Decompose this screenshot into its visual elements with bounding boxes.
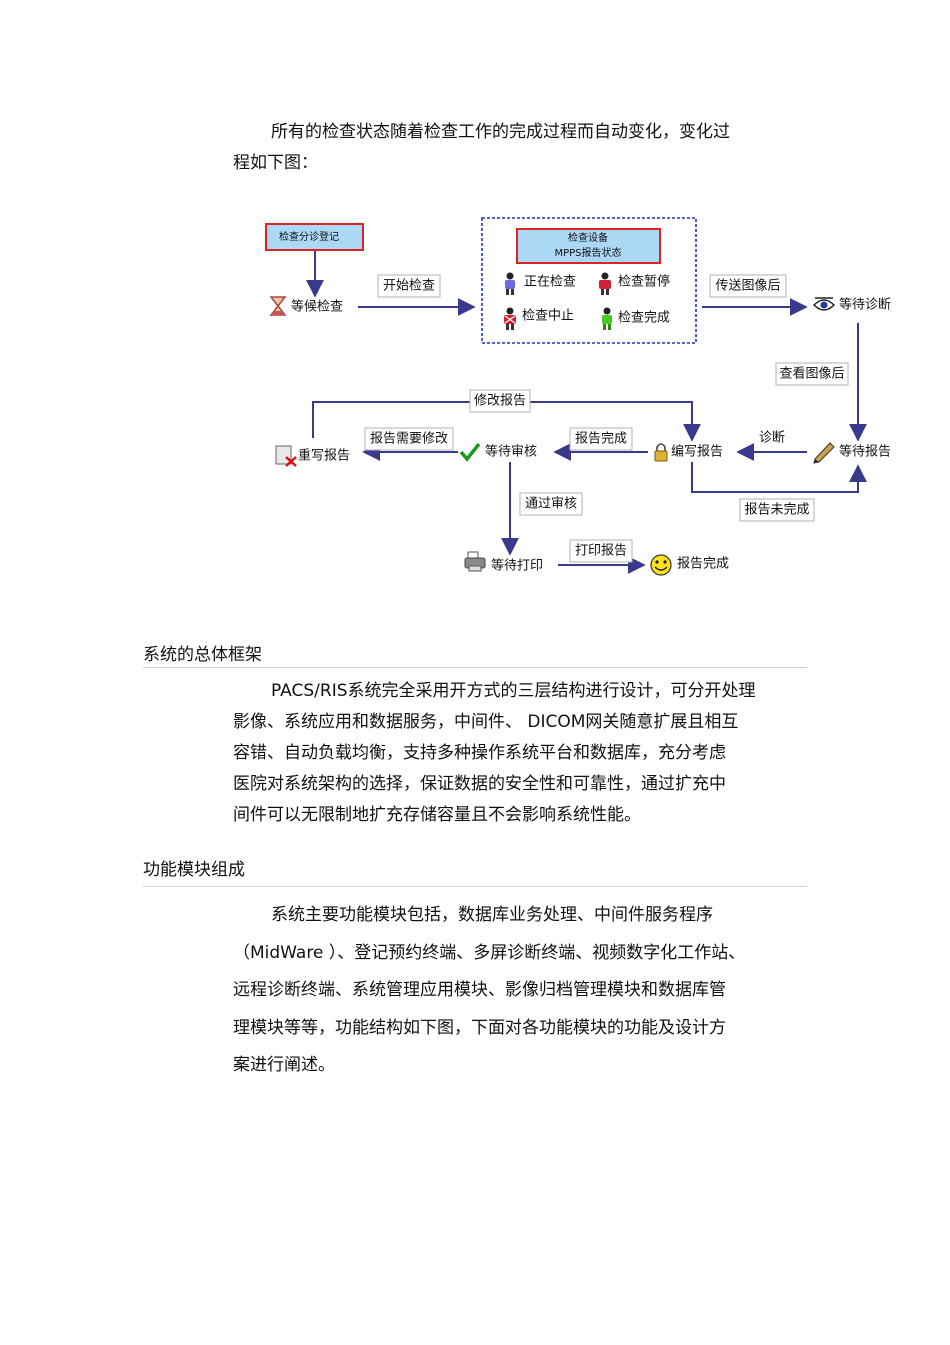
edge-report-unfinished: 报告未完成 (744, 503, 809, 518)
modules-paragraph: 系统主要功能模块包括，数据库业务处理、中间件服务程序 （MidWare ）、登记… (233, 897, 793, 1085)
edge-pass-review: 通过审核 (525, 497, 577, 512)
edge-print-report: 打印报告 (575, 544, 627, 559)
person-red-icon (599, 272, 611, 295)
section-title-modules: 功能模块组成 (143, 860, 245, 880)
edge-diagnose: 诊断 (759, 431, 785, 446)
edge-modify-report: 修改报告 (474, 394, 526, 409)
person-blue-icon (505, 272, 515, 295)
modules-line-2: （MidWare ）、登记预约终端、多屏诊断终端、视频数字化工作站、 (233, 942, 746, 963)
state-waiting-print: 等待打印 (491, 558, 543, 574)
state-paused: 检查暂停 (618, 274, 670, 290)
framework-line-2: 影像、系统应用和数据服务，中间件、 DICOM网关随意扩展且相互 (233, 712, 739, 732)
modules-line-4: 理模块等等，功能结构如下图，下面对各功能模块的功能及设计方 (233, 1017, 726, 1038)
state-writing-report: 编写报告 (671, 445, 723, 460)
printer-icon (464, 551, 486, 572)
device-group-subtitle: MPPS报告状态 (554, 246, 621, 259)
state-aborted: 检查中止 (522, 309, 574, 324)
device-title-box (516, 228, 661, 264)
framework-line-3: 容错、自动负载均衡，支持多种操作系统平台和数据库，充分考虑 (233, 743, 726, 763)
section-divider (143, 886, 807, 887)
state-rewrite-report: 重写报告 (298, 448, 350, 464)
registration-box (265, 223, 364, 251)
edge-label-box (519, 492, 583, 516)
edge-label-box (775, 362, 849, 386)
edge-label-box (569, 427, 633, 451)
section-title-framework: 系统的总体框架 (143, 645, 262, 665)
flow-connectors (306, 250, 867, 574)
intro-line-1: 所有的检查状态随着检查工作的完成过程而自动变化，变化过 (271, 122, 730, 142)
edge-label-box (469, 389, 531, 413)
lock-icon (654, 443, 668, 462)
intro-paragraph: 所有的检查状态随着检查工作的完成过程而自动变化，变化过 程如下图： (233, 117, 793, 179)
state-completed: 检查完成 (618, 311, 670, 326)
framework-line-5: 间件可以无限制地扩充存储容量且不会影响系统性能。 (233, 805, 641, 825)
state-in-progress: 正在检查 (524, 275, 576, 290)
exam-status-flow-diagram: 检查分诊登记 等候检查 开始检查 检查设备 MPPS报告状态 正在检查 检查暂停… (265, 217, 891, 576)
framework-paragraph: PACS/RIS系统完全采用开方式的三层结构进行设计，可分开处理 影像、系统应用… (233, 676, 793, 831)
edge-label-box (377, 274, 441, 298)
device-group-title: 检查设备 (568, 231, 608, 244)
edge-label-box (709, 274, 787, 298)
state-waiting-review: 等待审核 (485, 444, 537, 460)
edge-label-box (569, 539, 633, 563)
eye-icon (812, 297, 836, 311)
state-waiting-exam: 等候检查 (291, 299, 343, 315)
arrow-report-unfinished (691, 462, 867, 493)
modules-line-5: 案进行阐述。 (233, 1055, 335, 1075)
edge-label-box (364, 427, 454, 451)
hourglass-icon (269, 296, 287, 316)
edge-after-transfer: 传送图像后 (715, 279, 780, 294)
checkmark-icon (459, 442, 481, 462)
edge-after-view: 查看图像后 (779, 366, 844, 382)
state-waiting-report: 等待报告 (839, 444, 891, 460)
framework-line-1: PACS/RIS系统完全采用开方式的三层结构进行设计，可分开处理 (271, 681, 756, 701)
person-green-icon (602, 307, 612, 330)
document-x-icon (275, 445, 297, 467)
modules-line-1: 系统主要功能模块包括，数据库业务处理、中间件服务程序 (271, 905, 713, 925)
state-report-done: 报告完成 (677, 557, 729, 572)
pencil-icon (813, 442, 835, 464)
framework-line-4: 医院对系统架构的选择，保证数据的安全性和可靠性，通过扩充中 (233, 774, 726, 794)
edge-start-exam: 开始检查 (383, 279, 435, 294)
section-divider (143, 667, 807, 668)
edge-label-box (739, 498, 815, 522)
intro-line-2: 程如下图： (233, 153, 318, 173)
person-red-x-icon (504, 307, 516, 330)
registration-label: 检查分诊登记 (279, 230, 339, 243)
smiley-icon (650, 554, 672, 576)
edge-needs-modify: 报告需要修改 (370, 432, 448, 447)
edge-report-done: 报告完成 (575, 432, 627, 447)
state-waiting-diagnosis: 等待诊断 (839, 297, 891, 313)
modules-line-3: 远程诊断终端、系统管理应用模块、影像归档管理模块和数据库管 (233, 980, 726, 1000)
